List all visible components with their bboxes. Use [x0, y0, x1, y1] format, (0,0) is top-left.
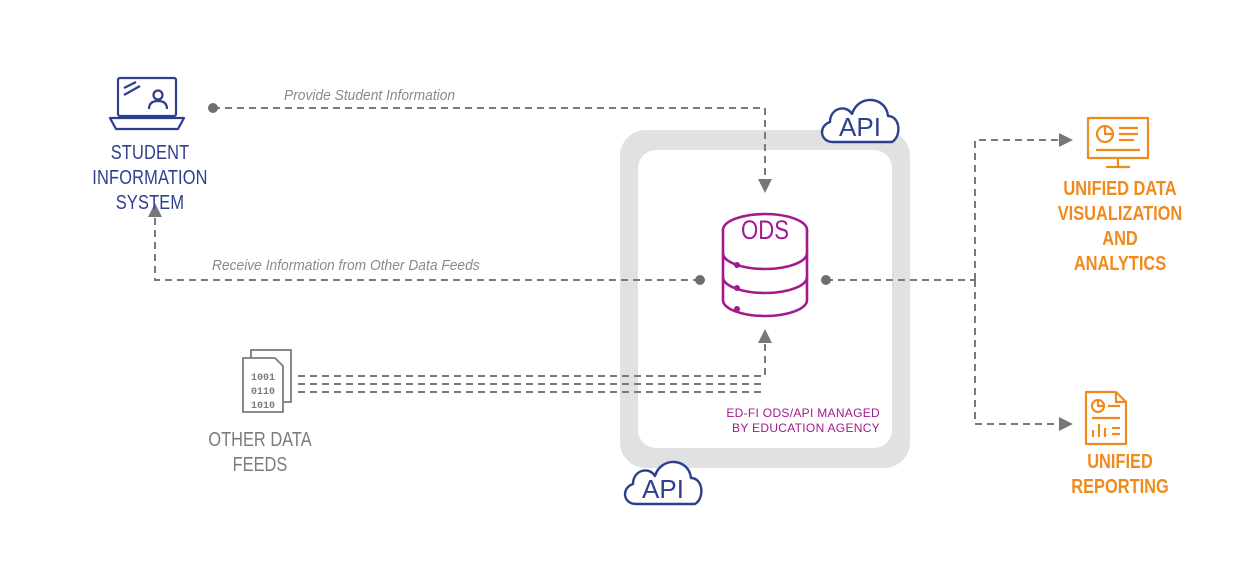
svg-text:1001: 1001: [251, 373, 275, 384]
sis-label: STUDENT INFORMATION SYSTEM: [52, 141, 249, 216]
cloud-icon: [820, 98, 900, 144]
viz-label: UNIFIED DATA VISUALIZATION AND ANALYTICS: [1054, 177, 1185, 277]
connector-lines: [148, 107, 1073, 431]
laptop-icon: [108, 76, 186, 131]
feeds-label: OTHER DATA FEEDS: [203, 428, 318, 478]
viz-label-line1: UNIFIED DATA: [1063, 178, 1177, 200]
connector-dots: [208, 103, 831, 285]
api-bottom-label: API: [642, 474, 684, 504]
feeds-connector-1: [298, 329, 772, 377]
managed-label-line2: BY EDUCATION AGENCY: [732, 421, 880, 435]
receive-flow-label: Receive Information from Other Data Feed…: [212, 257, 480, 274]
feeds-label-line1: OTHER DATA: [208, 429, 312, 451]
managed-label-line1: ED-FI ODS/API MANAGED: [726, 406, 880, 420]
binary-files-icon: 1001 0110 1010: [242, 349, 292, 413]
cloud-icon: [623, 460, 703, 506]
reporting-label: UNIFIED REPORTING: [1054, 450, 1185, 500]
viz-connector: [974, 133, 1073, 280]
viz-label-line2: VISUALIZATION: [1057, 203, 1183, 225]
provide-flow-label: Provide Student Information: [284, 87, 456, 104]
reporting-label-line1: UNIFIED: [1087, 451, 1153, 473]
sis-label-line2: SYSTEM: [115, 192, 185, 214]
provide-connector: [213, 107, 772, 193]
reporting-connector: [974, 280, 1073, 431]
svg-text:1010: 1010: [251, 401, 275, 412]
feeds-label-line2: FEEDS: [232, 454, 288, 476]
sis-label-line1: STUDENT INFORMATION: [92, 142, 208, 189]
monitor-chart-icon: [1086, 116, 1150, 169]
svg-text:0110: 0110: [251, 387, 275, 398]
reporting-label-line2: REPORTING: [1071, 476, 1169, 498]
api-top-label: API: [839, 112, 881, 142]
database-icon: [721, 212, 809, 318]
receive-connector: [148, 203, 700, 281]
managed-label: ED-FI ODS/API MANAGED BY EDUCATION AGENC…: [690, 406, 880, 436]
viz-label-line3: AND ANALYTICS: [1073, 228, 1167, 275]
ods-label: ODS: [741, 216, 789, 246]
report-document-icon: [1084, 390, 1128, 446]
